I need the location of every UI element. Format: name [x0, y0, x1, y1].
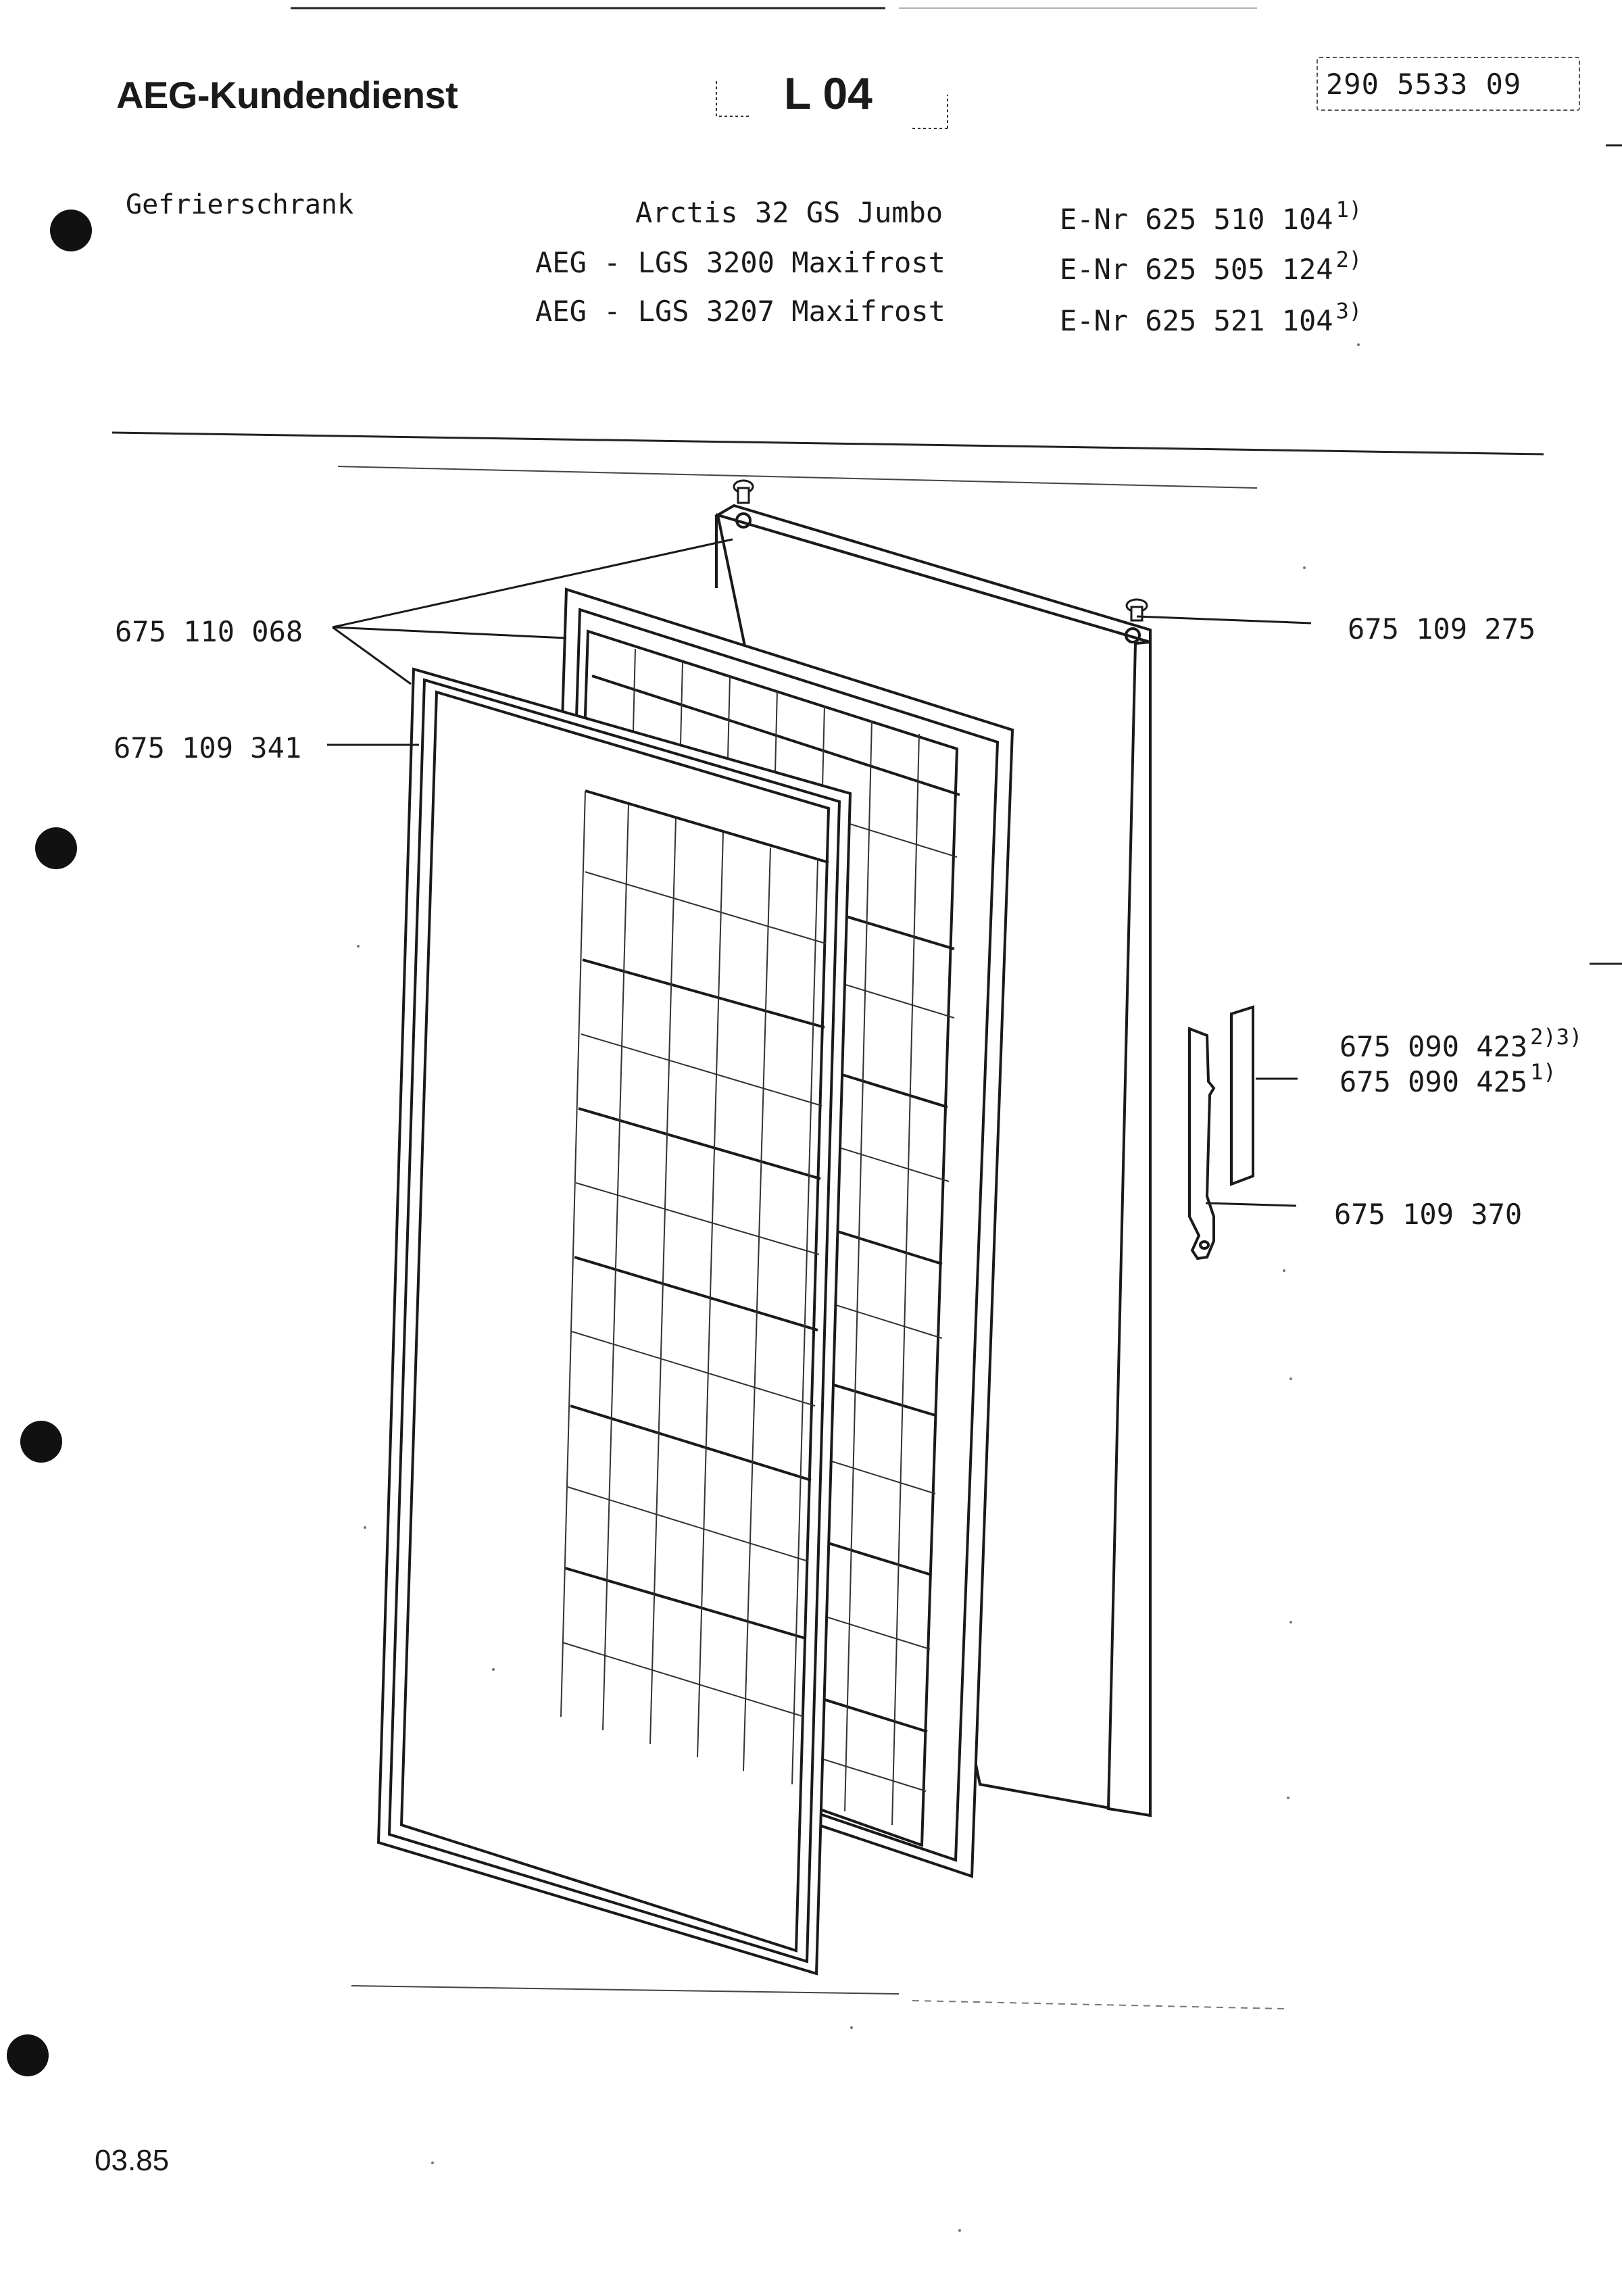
footnote-mark: 2)	[1335, 247, 1362, 272]
product-category: Gefrierschrank	[126, 189, 354, 220]
hinge-pin	[733, 479, 1148, 622]
punch-hole	[35, 827, 77, 869]
doc-number: 290 5533 09	[1326, 68, 1522, 101]
part-label: 675 109 275	[1348, 612, 1536, 645]
punch-hole	[50, 210, 92, 251]
page-title: AEG-Kundendienst	[116, 74, 458, 116]
model-name: AEG - LGS 3200 Maxifrost	[535, 246, 945, 279]
model-name: Arctis 32 GS Jumbo	[635, 196, 943, 229]
part-label: 675 109 370	[1334, 1198, 1523, 1231]
scan-speckles	[357, 343, 1360, 2232]
hinge-bracket	[1188, 1027, 1216, 1261]
footnote-mark: 1)	[1530, 1059, 1556, 1085]
part-label: 675 110 068	[115, 615, 303, 648]
footnote-mark: 2)3)	[1530, 1024, 1583, 1050]
header-separator	[112, 431, 1544, 456]
handle-strip	[1230, 1005, 1254, 1186]
part-label: 675 109 341	[114, 731, 302, 764]
leader-lines	[327, 538, 1312, 1207]
section-code: L 04	[784, 68, 873, 118]
model-name: AEG - LGS 3207 Maxifrost	[535, 295, 945, 328]
door-gasket	[376, 667, 852, 1976]
doc-number-box	[1317, 57, 1580, 111]
code-bracket-left	[716, 81, 750, 117]
issue-date: 03.85	[95, 2144, 170, 2177]
footnote-mark: 3)	[1335, 298, 1362, 324]
punch-hole	[7, 2034, 49, 2076]
footnote-mark: 1)	[1335, 197, 1362, 222]
punch-hole	[20, 1421, 62, 1463]
code-bracket-right	[912, 95, 948, 129]
